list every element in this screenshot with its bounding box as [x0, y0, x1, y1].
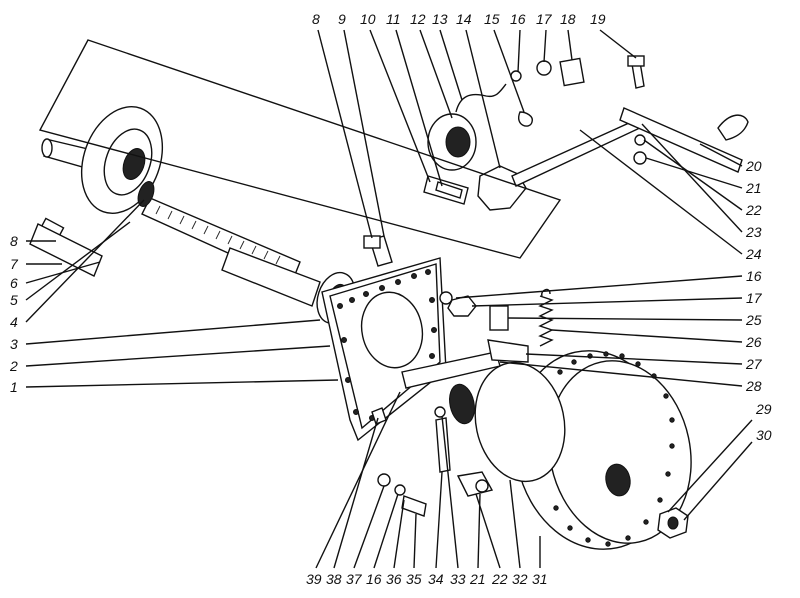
disc-assembly: [377, 288, 692, 550]
assembly-frame: [38, 39, 562, 259]
part-label: 26: [745, 334, 762, 350]
part-label: 14: [456, 11, 472, 27]
part-label: 4: [10, 314, 18, 330]
oil-seal: [137, 181, 155, 207]
part-label: 22: [745, 202, 762, 218]
release-assembly: [38, 39, 749, 259]
nut-17-mid: [447, 295, 477, 317]
bolt-11: [435, 181, 463, 199]
bottom-leader-lines: [315, 391, 541, 569]
part-label: 21: [469, 571, 486, 587]
part-label: 2: [9, 358, 18, 374]
part-label: 36: [386, 571, 402, 587]
left-leader-lines: [25, 199, 339, 388]
lube-tube: [455, 83, 507, 113]
part-label: 7: [10, 256, 19, 272]
shaft-shoulder: [221, 247, 321, 307]
part-label: 6: [10, 275, 18, 291]
lever-arm: [619, 107, 743, 173]
shaft-end: [41, 138, 53, 158]
part-label: 10: [360, 11, 376, 27]
part-label: 25: [745, 312, 762, 328]
nut-21: [633, 151, 647, 165]
disc-hub: [605, 463, 631, 497]
right-leader-lines: [455, 123, 753, 521]
top-part-labels: 8 9 10 11 12 13 14 15 16 17 18 19: [312, 11, 606, 27]
part-label: 5: [10, 292, 18, 308]
left-part-labels: 8 7 6 5 4 3 2 1: [9, 233, 19, 395]
part-label: 16: [366, 571, 382, 587]
part-label: 24: [745, 246, 762, 262]
part-label: 12: [410, 11, 426, 27]
washer-16-mid: [439, 291, 453, 305]
part-label: 13: [432, 11, 448, 27]
part-label: 20: [745, 158, 762, 174]
seal-ring: [449, 383, 475, 425]
housing-plate: [321, 235, 447, 442]
release-rod: [511, 117, 645, 187]
part-label: 17: [536, 11, 553, 27]
part-label: 21: [745, 180, 762, 196]
fitting-25: [489, 305, 509, 331]
part-label: 8: [10, 233, 18, 249]
part-label: 33: [450, 571, 466, 587]
part-label: 38: [326, 571, 342, 587]
bolt-19-head: [627, 55, 645, 67]
part-label: 31: [532, 571, 548, 587]
washer-33: [434, 406, 446, 418]
part-label: 32: [512, 571, 528, 587]
washer-16: [394, 484, 406, 496]
part-label: 8: [312, 11, 320, 27]
bracket-28: [401, 351, 501, 389]
washer-37: [377, 473, 391, 487]
bracket-27: [487, 339, 529, 363]
release-bearing-bore: [445, 126, 471, 158]
nut-21-lower: [475, 479, 489, 493]
part-label: 16: [746, 268, 762, 284]
hub-nut-bore: [667, 516, 679, 530]
part-label: 34: [428, 571, 444, 587]
part-label: 28: [745, 378, 762, 394]
spring-clip: [518, 111, 533, 127]
part-label: 3: [10, 336, 18, 352]
part-label: 16: [510, 11, 526, 27]
right-part-labels: 20 21 22 23 24 16 17 25 26 27 28 29 30: [745, 158, 772, 443]
part-label: 11: [386, 11, 401, 27]
part-label: 19: [590, 11, 606, 27]
lever-hook: [717, 114, 749, 141]
part-label: 18: [560, 11, 576, 27]
part-label: 15: [484, 11, 500, 27]
part-label: 37: [346, 571, 363, 587]
lock-plate-6: [29, 223, 103, 277]
part-label: 27: [745, 356, 763, 372]
bottom-part-labels: 39 38 37 16 36 35 34 33 21 22 32 31: [306, 571, 548, 587]
grease-fitting-18: [559, 57, 585, 87]
plate-bore: [360, 291, 424, 369]
shaft-assembly: [29, 106, 356, 325]
washer-22: [634, 134, 646, 146]
part-label: 1: [10, 379, 18, 395]
part-label: 29: [755, 401, 772, 417]
part-label: 39: [306, 571, 322, 587]
part-label: 30: [756, 427, 772, 443]
part-label: 23: [745, 224, 762, 240]
top-leader-lines: [317, 29, 637, 239]
part-label: 17: [746, 290, 763, 306]
bolt-35: [401, 495, 427, 517]
part-label: 35: [406, 571, 422, 587]
nut-17-top: [536, 60, 552, 76]
part-label: 22: [491, 571, 508, 587]
part-label: 9: [338, 11, 346, 27]
